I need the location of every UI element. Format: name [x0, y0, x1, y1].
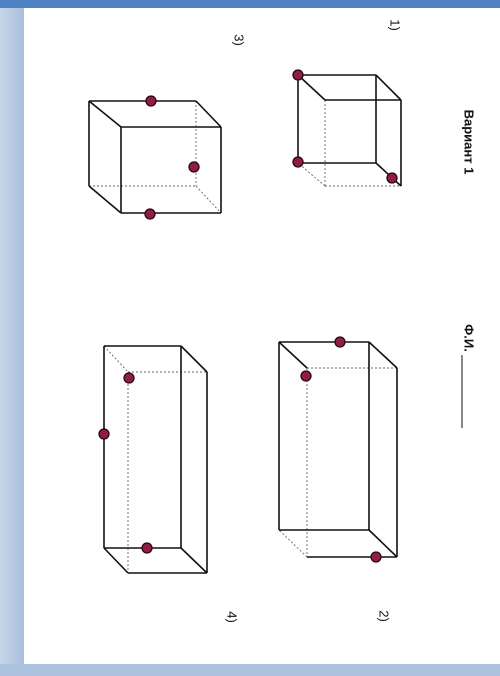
figure-1-point-c	[386, 172, 398, 184]
figure-3-point-a	[145, 95, 157, 107]
figure-1-number: 1)	[387, 19, 403, 31]
figure-3-number: 3)	[231, 34, 247, 46]
window-top-strip	[0, 0, 500, 8]
figure-2-point-a	[334, 336, 346, 348]
window-bottom-margin	[0, 664, 500, 676]
figure-3-cube	[88, 95, 222, 220]
figure-2-point-c	[370, 551, 382, 563]
figure-4-point-a	[123, 372, 135, 384]
figure-4-point-b	[98, 428, 110, 440]
figure-1-cube	[292, 69, 402, 187]
window-left-margin	[0, 0, 24, 676]
figure-2-point-b	[300, 370, 312, 382]
figure-3-point-b	[188, 161, 200, 173]
figure-4-point-c	[141, 542, 153, 554]
figure-4-number: 4)	[224, 611, 240, 623]
worksheet-page	[24, 8, 500, 664]
figure-1-point-a	[292, 69, 304, 81]
worksheet-title: Вариант 1	[461, 109, 477, 175]
figure-2-number: 2)	[376, 610, 392, 622]
figure-4-prism	[98, 345, 208, 574]
figure-1-point-b	[292, 156, 304, 168]
name-field-label: Ф.И.	[461, 324, 477, 352]
figure-3-point-c	[144, 208, 156, 220]
figure-2-prism	[278, 336, 398, 563]
